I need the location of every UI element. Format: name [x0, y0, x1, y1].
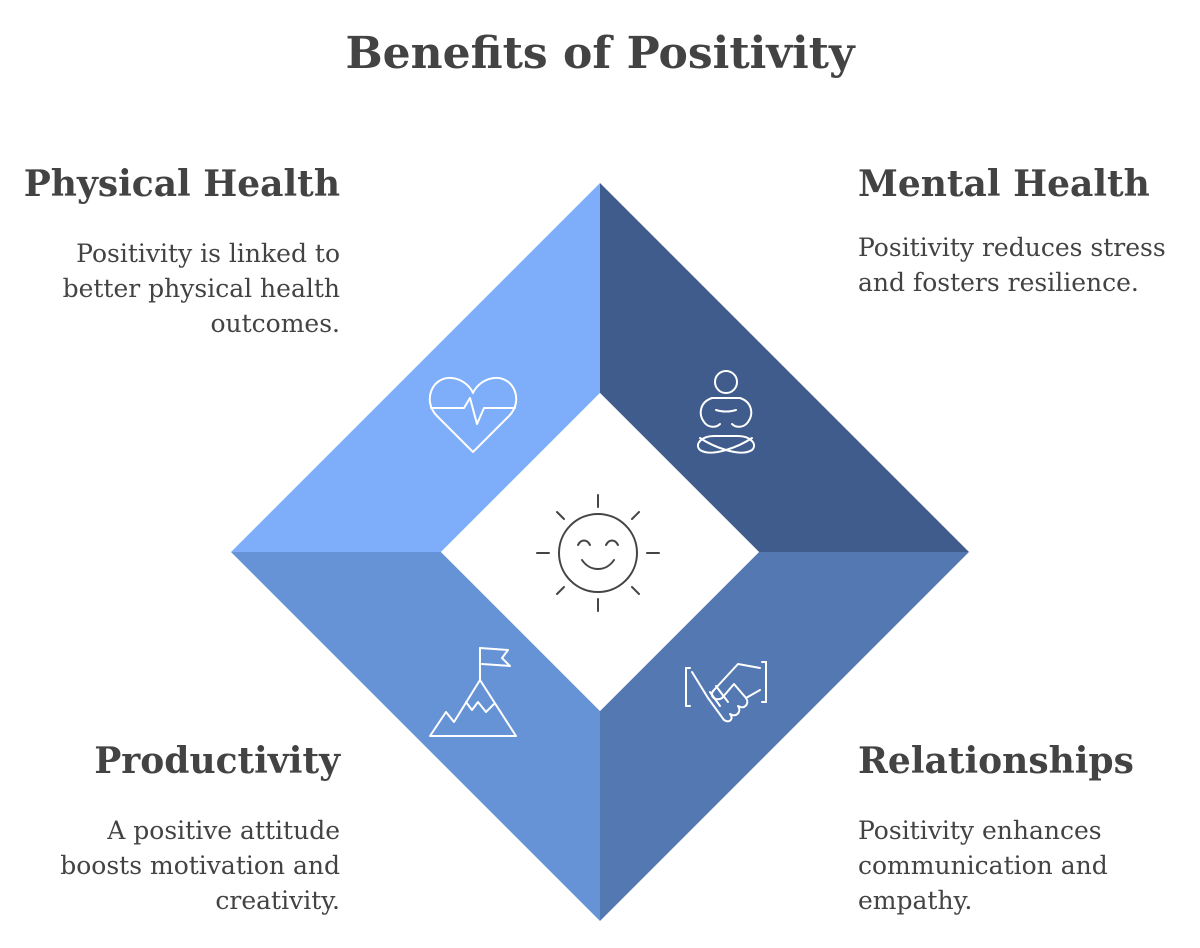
productivity-heading: Productivity [94, 740, 340, 782]
physical-health-description: Positivity is linked to better physical … [62, 239, 340, 338]
smiling-sun-icon [536, 494, 660, 612]
mental-health-segment [600, 183, 969, 552]
heart-pulse-icon [428, 376, 518, 453]
relationships-heading: Relationships [858, 740, 1134, 782]
meditation-icon [696, 370, 756, 454]
relationships-description: Positivity enhances communication and em… [858, 816, 1108, 915]
productivity-segment [231, 552, 600, 921]
productivity-description: A positive attitude boosts motivation an… [60, 816, 340, 915]
physical-health-heading: Physical Health [23, 163, 340, 205]
page-title: Benefits of Positivity [345, 28, 855, 79]
mountain-flag-icon [429, 647, 517, 737]
physical-health-segment [231, 183, 600, 552]
center-diamond [441, 393, 759, 711]
handshake-icon [685, 661, 767, 723]
mental-health-heading: Mental Health [858, 163, 1150, 205]
relationships-segment [600, 552, 969, 921]
mental-health-description: Positivity reduces stress and fosters re… [858, 233, 1166, 297]
